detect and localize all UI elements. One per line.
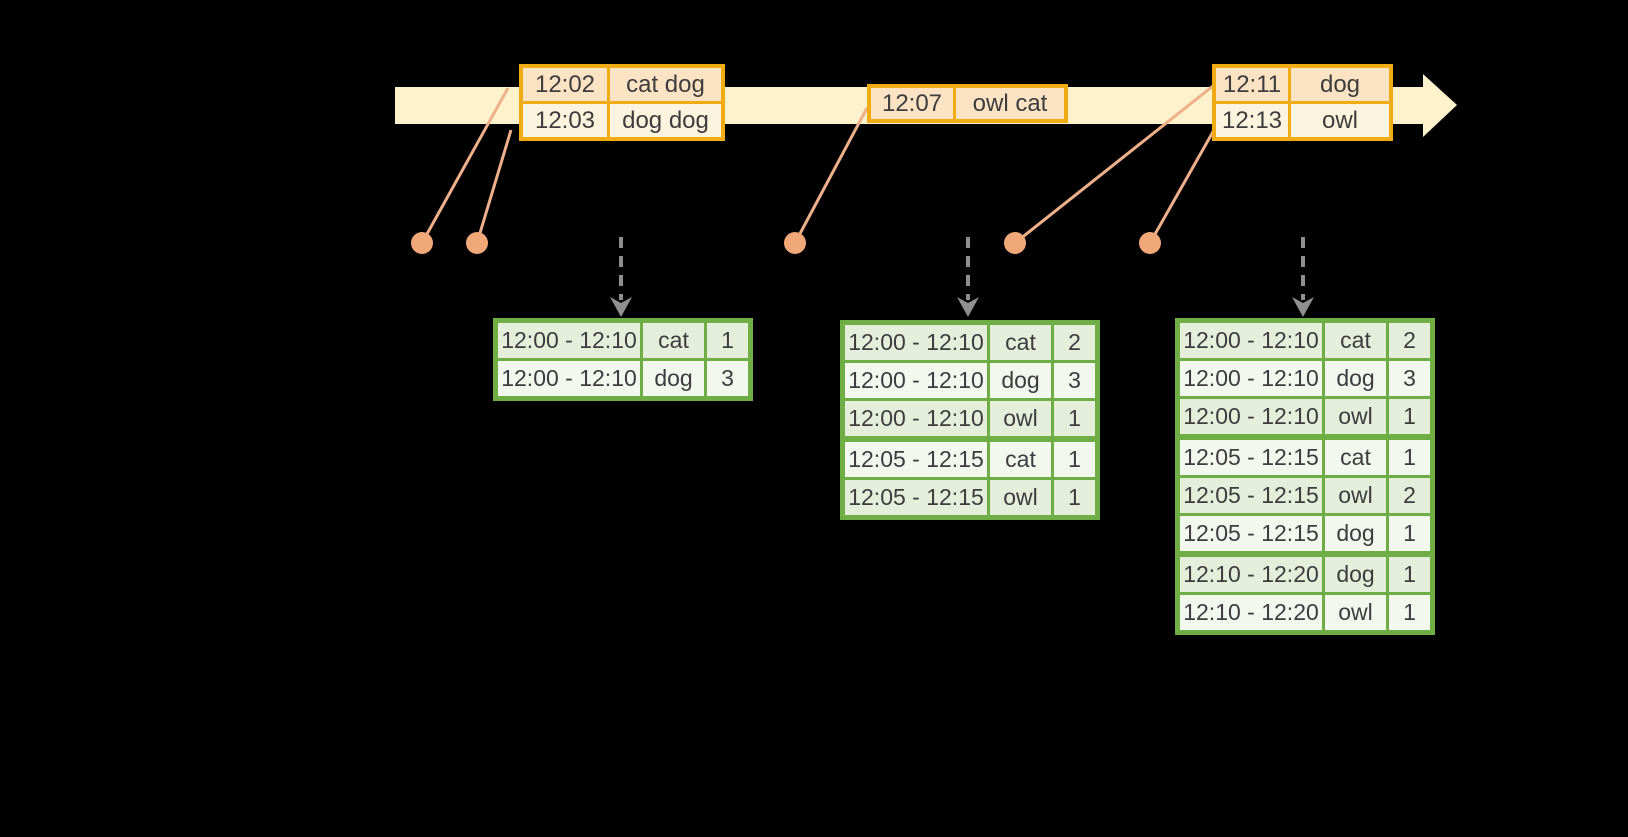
- event-box-1: 12:02 cat dog 12:03 dog dog: [519, 64, 725, 141]
- table-row: 12:05 - 12:15 owl 1: [845, 480, 1095, 515]
- word-cell: cat: [1325, 323, 1386, 358]
- table-row: 12:00 - 12:10 cat 2: [1180, 323, 1430, 358]
- event-words-cell: cat dog: [610, 68, 721, 101]
- event-connector-line: [1014, 84, 1214, 245]
- window-cell: 12:00 - 12:10: [498, 361, 640, 396]
- table-row: 12:00 - 12:10 owl 1: [845, 401, 1095, 436]
- event-row: 12:03 dog dog: [523, 104, 721, 137]
- word-cell: cat: [643, 323, 704, 358]
- trigger-arrowhead-icon: [610, 297, 632, 317]
- table-row: 12:05 - 12:15 cat 1: [845, 442, 1095, 477]
- count-cell: 2: [1389, 323, 1430, 358]
- event-connector-line: [475, 129, 513, 244]
- count-cell: 1: [707, 323, 748, 358]
- table-row: 12:10 - 12:20 dog 1: [1180, 557, 1430, 592]
- count-cell: 1: [1054, 442, 1095, 477]
- word-cell: cat: [1325, 440, 1386, 475]
- result-table-2: 12:00 - 12:10 cat 2 12:00 - 12:10 dog 3 …: [840, 320, 1100, 520]
- event-dot: [1004, 232, 1026, 254]
- event-words-cell: owl: [1291, 104, 1389, 137]
- window-cell: 12:05 - 12:15: [1180, 440, 1322, 475]
- count-cell: 1: [1389, 595, 1430, 630]
- count-cell: 1: [1389, 557, 1430, 592]
- event-connector-line: [420, 87, 510, 244]
- event-words-cell: dog: [1291, 68, 1389, 101]
- window-cell: 12:00 - 12:10: [845, 325, 987, 360]
- count-cell: 3: [1054, 363, 1095, 398]
- event-words-cell: owl cat: [956, 88, 1064, 119]
- count-cell: 1: [1054, 480, 1095, 515]
- word-cell: cat: [990, 325, 1051, 360]
- word-cell: owl: [990, 480, 1051, 515]
- event-words-cell: dog dog: [610, 104, 721, 137]
- table-row: 12:05 - 12:15 dog 1: [1180, 516, 1430, 551]
- event-time-cell: 12:03: [523, 104, 607, 137]
- event-row: 12:07 owl cat: [871, 88, 1064, 119]
- event-time-cell: 12:13: [1216, 104, 1288, 137]
- event-dot: [1139, 232, 1161, 254]
- window-cell: 12:10 - 12:20: [1180, 557, 1322, 592]
- trigger-arrowhead-icon: [957, 297, 979, 317]
- word-cell: dog: [1325, 516, 1386, 551]
- event-row: 12:02 cat dog: [523, 68, 721, 101]
- table-row: 12:00 - 12:10 dog 3: [1180, 361, 1430, 396]
- event-row: 12:11 dog: [1216, 68, 1389, 101]
- word-cell: owl: [1325, 595, 1386, 630]
- window-cell: 12:05 - 12:15: [845, 442, 987, 477]
- table-row: 12:00 - 12:10 dog 3: [845, 363, 1095, 398]
- window-cell: 12:00 - 12:10: [845, 363, 987, 398]
- word-cell: cat: [990, 442, 1051, 477]
- word-cell: dog: [990, 363, 1051, 398]
- word-cell: dog: [643, 361, 704, 396]
- window-cell: 12:05 - 12:15: [1180, 478, 1322, 513]
- event-connector-line: [1148, 129, 1216, 244]
- table-row: 12:00 - 12:10 dog 3: [498, 361, 748, 396]
- table-row: 12:00 - 12:10 cat 2: [845, 325, 1095, 360]
- table-row: 12:00 - 12:10 cat 1: [498, 323, 748, 358]
- table-row: 12:05 - 12:15 cat 1: [1180, 440, 1430, 475]
- event-time-cell: 12:11: [1216, 68, 1288, 101]
- word-cell: dog: [1325, 361, 1386, 396]
- table-row: 12:05 - 12:15 owl 2: [1180, 478, 1430, 513]
- window-cell: 12:00 - 12:10: [845, 401, 987, 436]
- window-cell: 12:00 - 12:10: [1180, 323, 1322, 358]
- event-box-2: 12:07 owl cat: [867, 84, 1068, 123]
- count-cell: 1: [1389, 399, 1430, 434]
- word-cell: owl: [1325, 478, 1386, 513]
- count-cell: 1: [1054, 401, 1095, 436]
- result-table-3: 12:00 - 12:10 cat 2 12:00 - 12:10 dog 3 …: [1175, 318, 1435, 635]
- event-dot: [466, 232, 488, 254]
- word-cell: owl: [990, 401, 1051, 436]
- word-cell: dog: [1325, 557, 1386, 592]
- count-cell: 2: [1054, 325, 1095, 360]
- table-row: 12:00 - 12:10 owl 1: [1180, 399, 1430, 434]
- event-dot: [411, 232, 433, 254]
- window-cell: 12:05 - 12:15: [845, 480, 987, 515]
- count-cell: 3: [1389, 361, 1430, 396]
- count-cell: 3: [707, 361, 748, 396]
- trigger-arrowhead-icon: [1292, 297, 1314, 317]
- count-cell: 1: [1389, 516, 1430, 551]
- event-row: 12:13 owl: [1216, 104, 1389, 137]
- result-table-1: 12:00 - 12:10 cat 1 12:00 - 12:10 dog 3: [493, 318, 753, 401]
- window-cell: 12:00 - 12:10: [1180, 361, 1322, 396]
- count-cell: 1: [1389, 440, 1430, 475]
- window-cell: 12:00 - 12:10: [498, 323, 640, 358]
- event-time-cell: 12:07: [871, 88, 953, 119]
- window-cell: 12:00 - 12:10: [1180, 399, 1322, 434]
- table-row: 12:10 - 12:20 owl 1: [1180, 595, 1430, 630]
- event-box-3: 12:11 dog 12:13 owl: [1212, 64, 1393, 141]
- event-connector-line: [793, 107, 869, 244]
- event-time-cell: 12:02: [523, 68, 607, 101]
- word-cell: owl: [1325, 399, 1386, 434]
- window-cell: 12:05 - 12:15: [1180, 516, 1322, 551]
- window-cell: 12:10 - 12:20: [1180, 595, 1322, 630]
- timeline-arrowhead-icon: [1423, 74, 1457, 137]
- count-cell: 2: [1389, 478, 1430, 513]
- event-dot: [784, 232, 806, 254]
